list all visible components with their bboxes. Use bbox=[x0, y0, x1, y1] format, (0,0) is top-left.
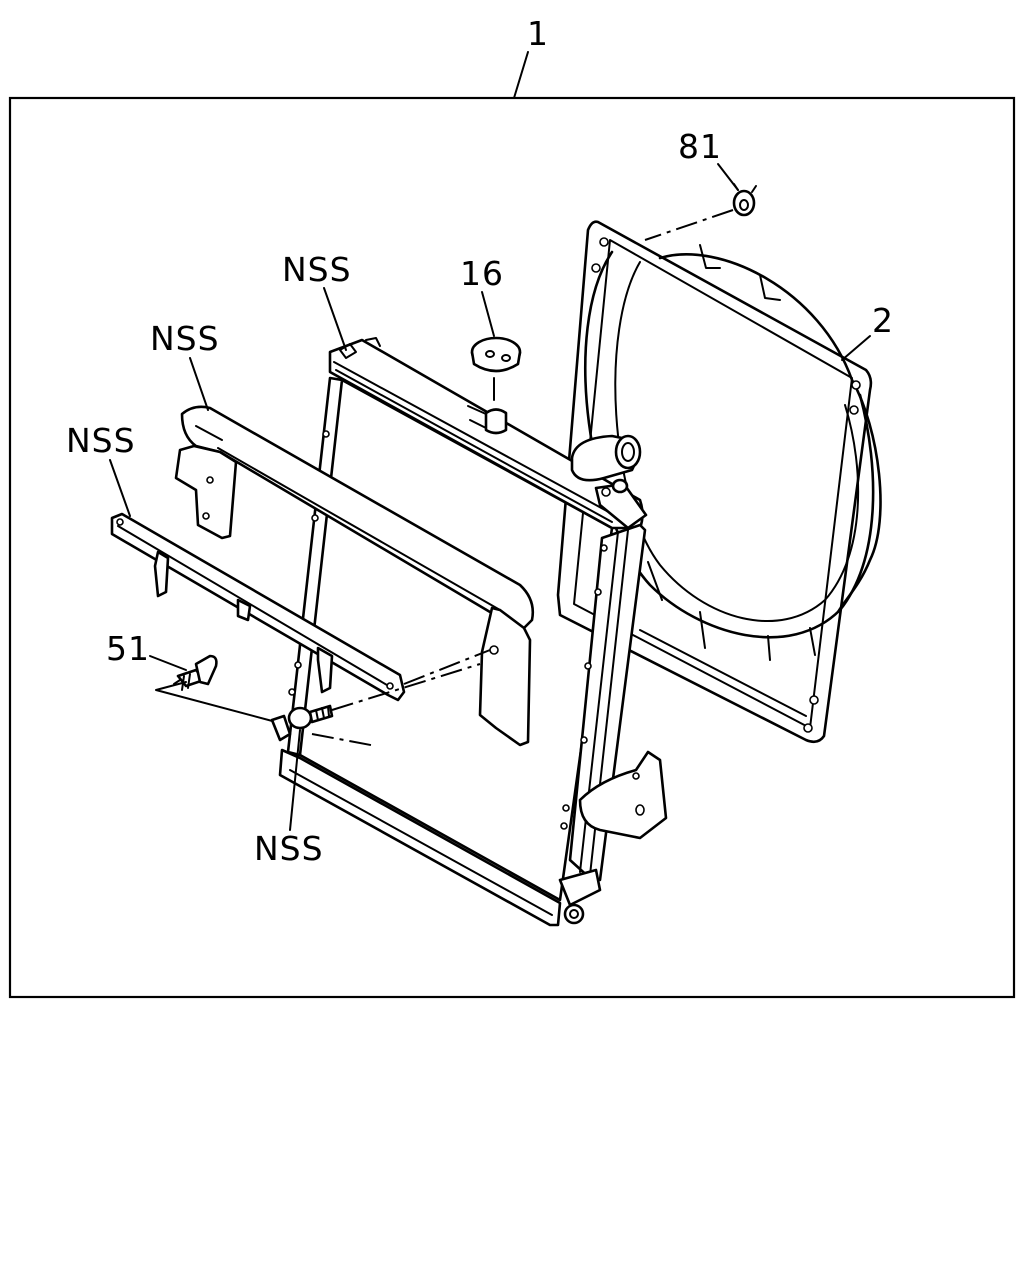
clip-part bbox=[732, 183, 757, 217]
drain-cock bbox=[173, 654, 218, 691]
callout-drain: 51 bbox=[106, 629, 150, 668]
callout-bolt: NSS bbox=[254, 829, 324, 868]
diagram-frame bbox=[8, 96, 1016, 999]
callout-clip: 81 bbox=[678, 127, 722, 166]
dash-bolt bbox=[331, 663, 481, 711]
callout-shroud: 2 bbox=[872, 301, 894, 340]
callout-tank-top: NSS bbox=[282, 250, 352, 289]
leader-drain bbox=[149, 655, 187, 671]
leader-lower-rail bbox=[109, 459, 131, 517]
callout-assembly: 1 bbox=[527, 14, 549, 53]
callout-bracket-top-left: NSS bbox=[150, 319, 220, 358]
leader-shroud bbox=[841, 335, 871, 361]
leader-cap bbox=[481, 291, 495, 337]
callout-lower-rail: NSS bbox=[66, 421, 136, 460]
radiator-cap bbox=[470, 336, 522, 373]
upper-support-bracket bbox=[174, 405, 535, 747]
leader-bolt bbox=[289, 729, 301, 831]
dash-clip bbox=[644, 209, 734, 241]
leader-assembly bbox=[513, 51, 529, 99]
dash-lower-rail bbox=[403, 649, 491, 685]
radiator-core bbox=[278, 337, 668, 927]
fan-shroud bbox=[556, 220, 882, 744]
leader-drain-v bbox=[155, 681, 277, 723]
mounting-bolt bbox=[270, 704, 334, 742]
callout-cap: 16 bbox=[460, 254, 504, 293]
leader-bracket-top-left bbox=[189, 357, 209, 411]
lower-rail bbox=[110, 512, 406, 702]
leader-tank-top bbox=[323, 287, 347, 351]
leader-clip bbox=[717, 163, 739, 191]
dash-bolt-2 bbox=[311, 733, 377, 747]
